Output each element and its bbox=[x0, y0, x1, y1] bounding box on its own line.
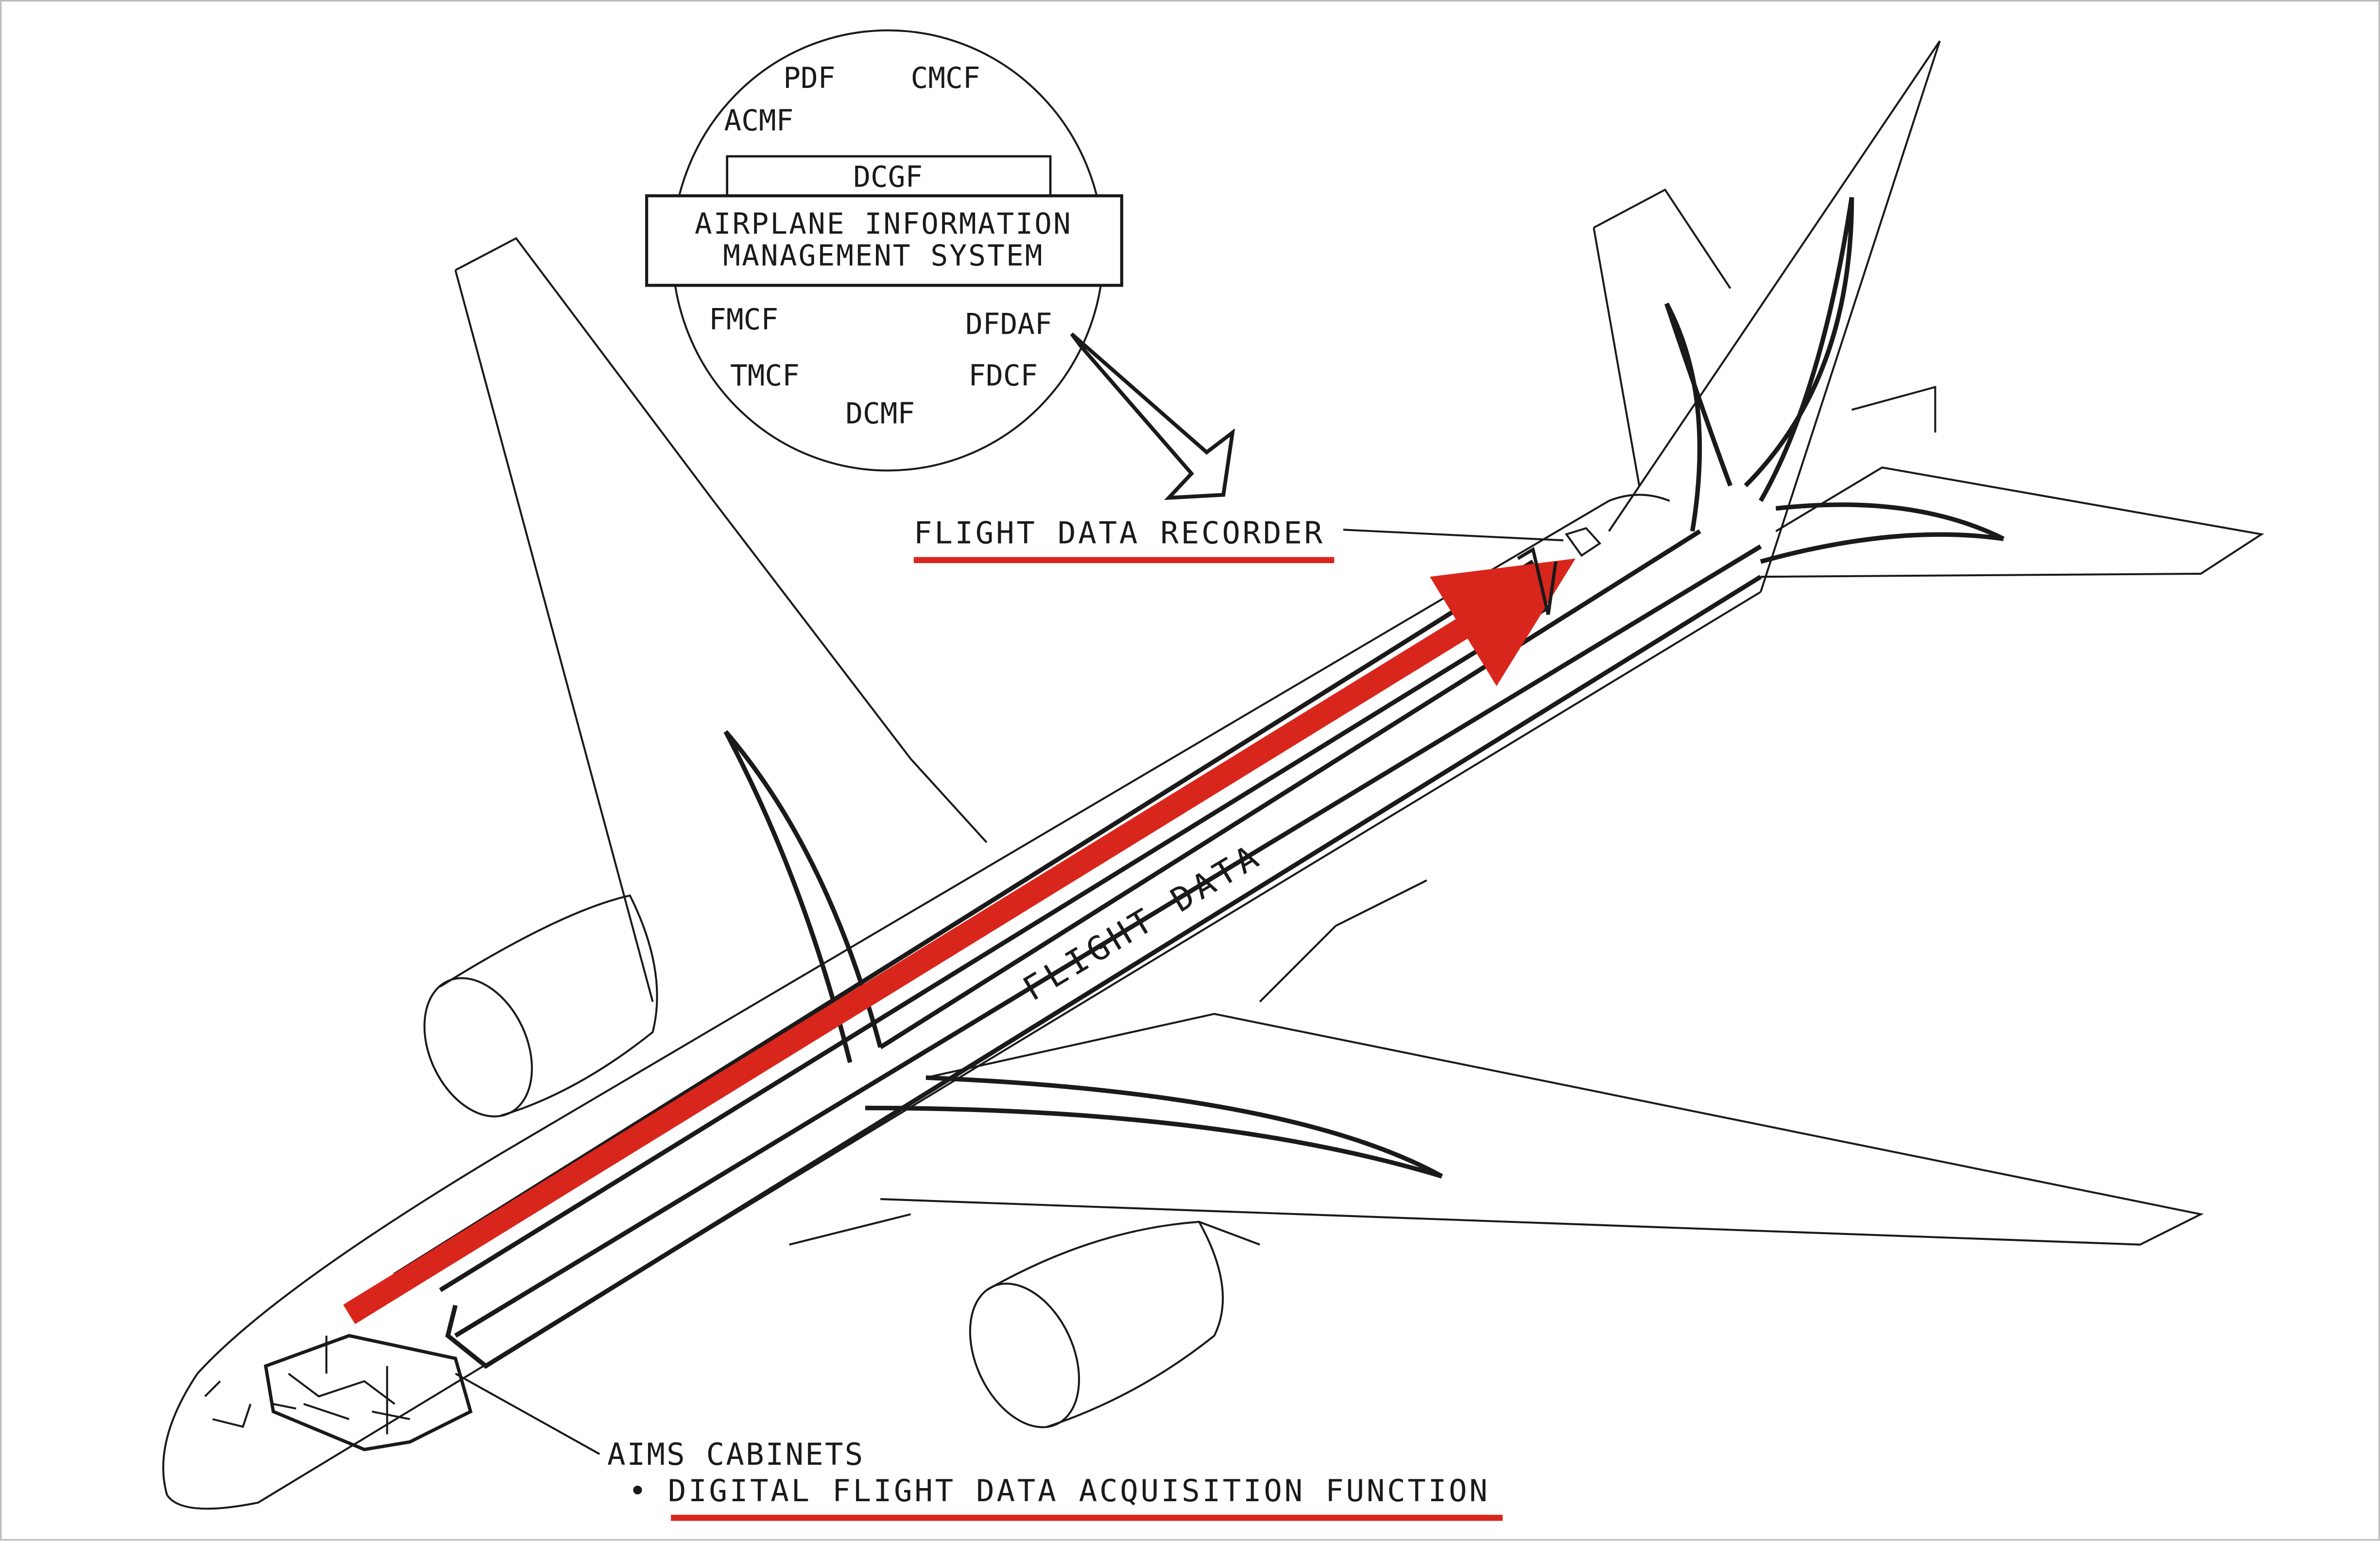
left-engine bbox=[423, 894, 658, 1118]
aims-cabinets-label: AIMS CABINETS bbox=[607, 1437, 865, 1472]
function-dcgf: DCGF bbox=[853, 160, 923, 193]
recorder-leader-line bbox=[1343, 529, 1564, 542]
right-wing bbox=[865, 879, 2204, 1246]
function-fdcf: FDCF bbox=[968, 359, 1038, 393]
function-dfdaf: DFDAF bbox=[965, 307, 1052, 341]
arrow-head bbox=[1430, 558, 1576, 686]
function-cmcf: CMCF bbox=[911, 61, 980, 95]
function-tmcf: TMCF bbox=[730, 359, 800, 393]
dcgf-box bbox=[726, 155, 1052, 197]
dfdaf-pointer-arrow bbox=[1070, 332, 1235, 500]
flight-data-recorder-unit bbox=[1517, 527, 1602, 616]
function-acmf: ACMF bbox=[724, 104, 793, 137]
data-flow-arrow bbox=[343, 558, 1576, 1324]
aims-cabinets-drawing bbox=[264, 1334, 473, 1452]
aims-box bbox=[645, 194, 1124, 287]
aims-title-line1: AIRPLANE INFORMATION bbox=[695, 207, 1072, 240]
recorder-underline bbox=[913, 557, 1335, 564]
dfdaf-full-label: DIGITAL FLIGHT DATA ACQUISITION FUNCTION bbox=[668, 1473, 1490, 1509]
dfdaf-underline bbox=[671, 1514, 1503, 1521]
tail bbox=[1592, 40, 2264, 593]
arrow-shaft bbox=[343, 612, 1478, 1324]
aims-title-line2: MANAGEMENT SYSTEM bbox=[723, 239, 1044, 273]
aims-callout: PDF CMCF ACMF DCGF AIRPLANE INFORMATION … bbox=[645, 29, 1124, 472]
cabinets-leader-line bbox=[455, 1372, 600, 1455]
function-pdf: PDF bbox=[783, 61, 835, 95]
left-wing bbox=[454, 237, 988, 1063]
right-engine bbox=[789, 1213, 1260, 1428]
bullet: • bbox=[629, 1473, 647, 1509]
function-dcmf: DCMF bbox=[845, 397, 915, 430]
fuselage bbox=[162, 494, 1762, 1510]
flight-data-recorder-label: FLIGHT DATA RECORDER bbox=[914, 515, 1325, 550]
function-fmcf: FMCF bbox=[709, 303, 778, 336]
